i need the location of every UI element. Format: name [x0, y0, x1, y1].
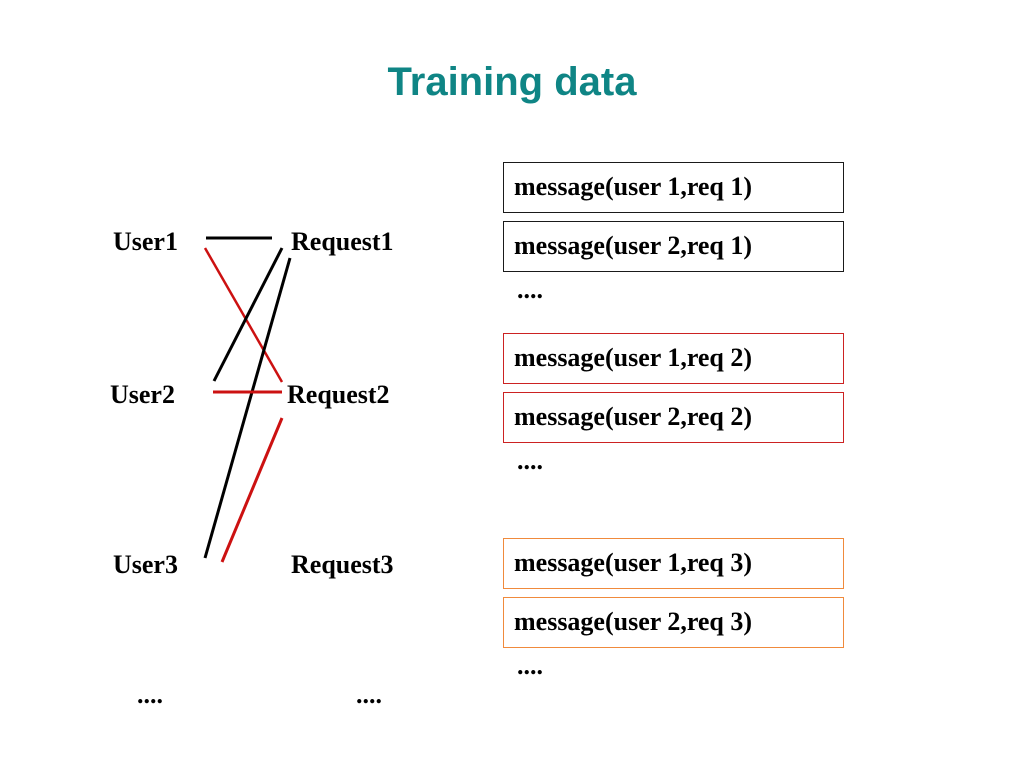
link-user2-request1: [212, 247, 284, 382]
group3-ellipsis: ....: [517, 651, 543, 680]
message-box-user2-req2: message(user 2,req 2): [503, 392, 844, 443]
message-box-user1-req2: message(user 1,req 2): [503, 333, 844, 384]
user-node-3: User3: [113, 550, 178, 579]
request-node-2: Request2: [287, 380, 390, 409]
link-user1-request2: [203, 247, 284, 383]
slide-title: Training data: [387, 60, 637, 104]
request-node-1: Request1: [291, 227, 394, 256]
message-box-user2-req3: message(user 2,req 3): [503, 597, 844, 648]
request-node-3: Request3: [291, 550, 394, 579]
link-user3-request1: [203, 257, 292, 559]
user-node-2: User2: [110, 380, 175, 409]
user-node-1: User1: [113, 227, 178, 256]
message-box-user1-req1: message(user 1,req 1): [503, 162, 844, 213]
group1-ellipsis: ....: [517, 275, 543, 304]
users-ellipsis: ....: [137, 680, 163, 709]
message-box-user2-req1: message(user 2,req 1): [503, 221, 844, 272]
message-box-user1-req3: message(user 1,req 3): [503, 538, 844, 589]
requests-ellipsis: ....: [356, 680, 382, 709]
link-user3-request2: [220, 417, 284, 563]
group2-ellipsis: ....: [517, 446, 543, 475]
